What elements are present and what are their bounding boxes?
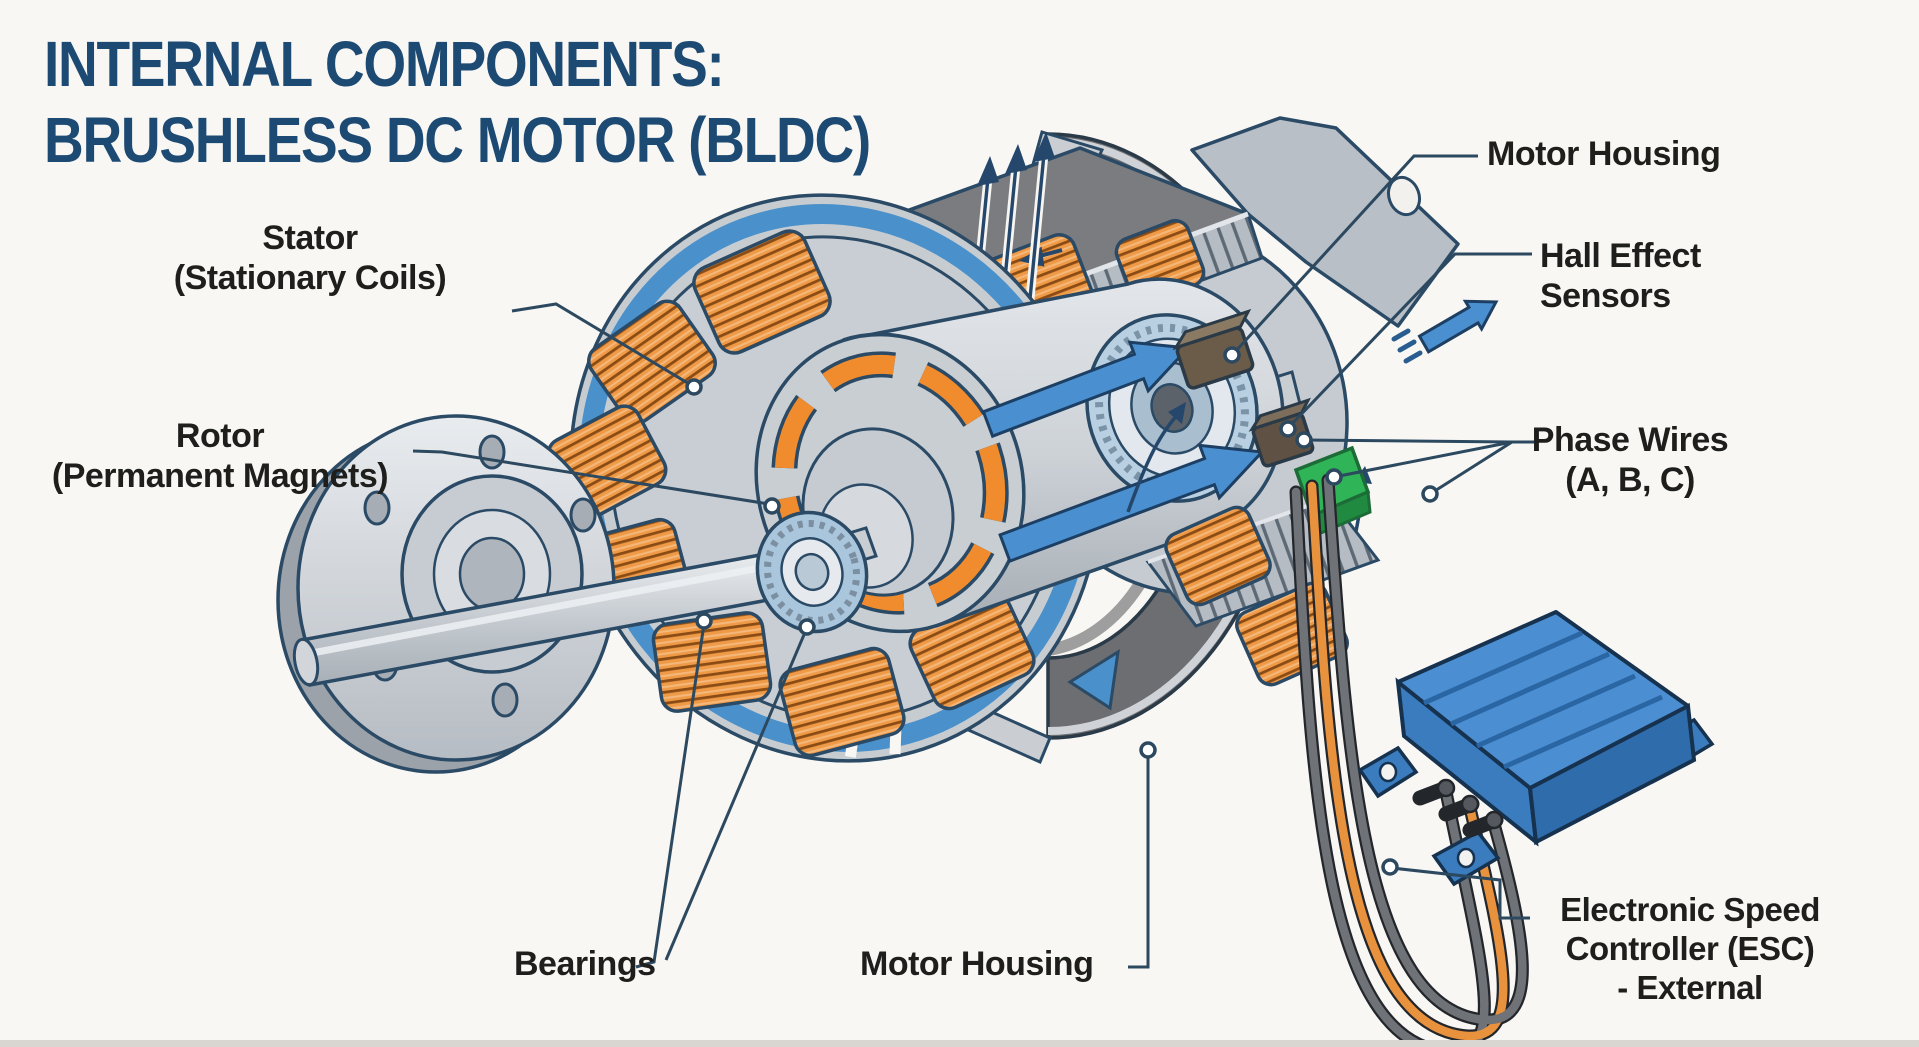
leader-dot — [1295, 431, 1313, 449]
leader-dot — [1279, 420, 1297, 438]
stator-coil — [1164, 505, 1272, 607]
leader-lines — [412, 154, 1538, 969]
mount-hole — [1386, 175, 1422, 217]
leader-dot — [763, 497, 781, 515]
bearings-leader — [664, 629, 808, 961]
motor-housing-top-leader — [1232, 154, 1478, 355]
title-line2: BRUSHLESS DC MOTOR (BLDC) — [44, 104, 871, 176]
leader-dots — [685, 346, 1439, 876]
stator-label: Stator (Stationary Coils) — [173, 219, 447, 297]
rotor-label: Rotor (Permanent Magnets) — [51, 417, 389, 495]
housing-mount-arm — [1190, 116, 1460, 328]
page-title: INTERNAL COMPONENTS: BRUSHLESS DC MOTOR … — [44, 26, 871, 178]
leader-dot — [1325, 468, 1343, 486]
hall-sensors-leader — [1288, 252, 1532, 428]
rotation-arrowhead — [1067, 649, 1120, 711]
bearings-leader — [635, 623, 706, 969]
hall-sensors-label: Hall Effect Sensors — [1540, 237, 1701, 315]
stator-leader — [511, 302, 692, 387]
wire-orange — [1307, 481, 1508, 1041]
esc-label: Electronic Speed Controller (ESC) - Exte… — [1560, 891, 1820, 1006]
front-bearing — [755, 510, 869, 634]
phase-wires-label: Phase Wires (A, B, C) — [1531, 421, 1729, 499]
hall-sensor — [1172, 308, 1255, 390]
motor-housing-top-label: Motor Housing — [1487, 135, 1721, 173]
leader-dot — [798, 618, 816, 636]
phase-wires-leader — [1429, 440, 1513, 496]
phase-wires-leader — [1333, 440, 1513, 479]
bottom-edge — [0, 1040, 1919, 1047]
leader-dot — [1421, 485, 1439, 503]
leader-dot — [1381, 858, 1399, 876]
wire-gray — [1323, 475, 1527, 1025]
hall-sensor — [1248, 397, 1315, 468]
esc-box — [1357, 610, 1715, 887]
rotor-leader — [412, 449, 770, 506]
motor-housing-bottom-label: Motor Housing — [860, 945, 1094, 983]
leader-dot — [695, 612, 713, 630]
leader-dot — [1223, 346, 1241, 364]
flux-arrow — [981, 340, 1192, 439]
esc-leader — [1391, 866, 1530, 920]
motor-housing-bottom-leader — [1128, 758, 1150, 969]
flux-arrows — [981, 340, 1372, 564]
bearings-label: Bearings — [514, 945, 656, 983]
title-line1: INTERNAL COMPONENTS: — [44, 28, 725, 100]
esc-connectors — [1412, 778, 1504, 838]
shaft-assembly — [276, 414, 878, 774]
direction-arrow-icon — [1391, 299, 1499, 364]
leader-dot — [685, 378, 703, 396]
leader-dot — [1139, 741, 1157, 759]
